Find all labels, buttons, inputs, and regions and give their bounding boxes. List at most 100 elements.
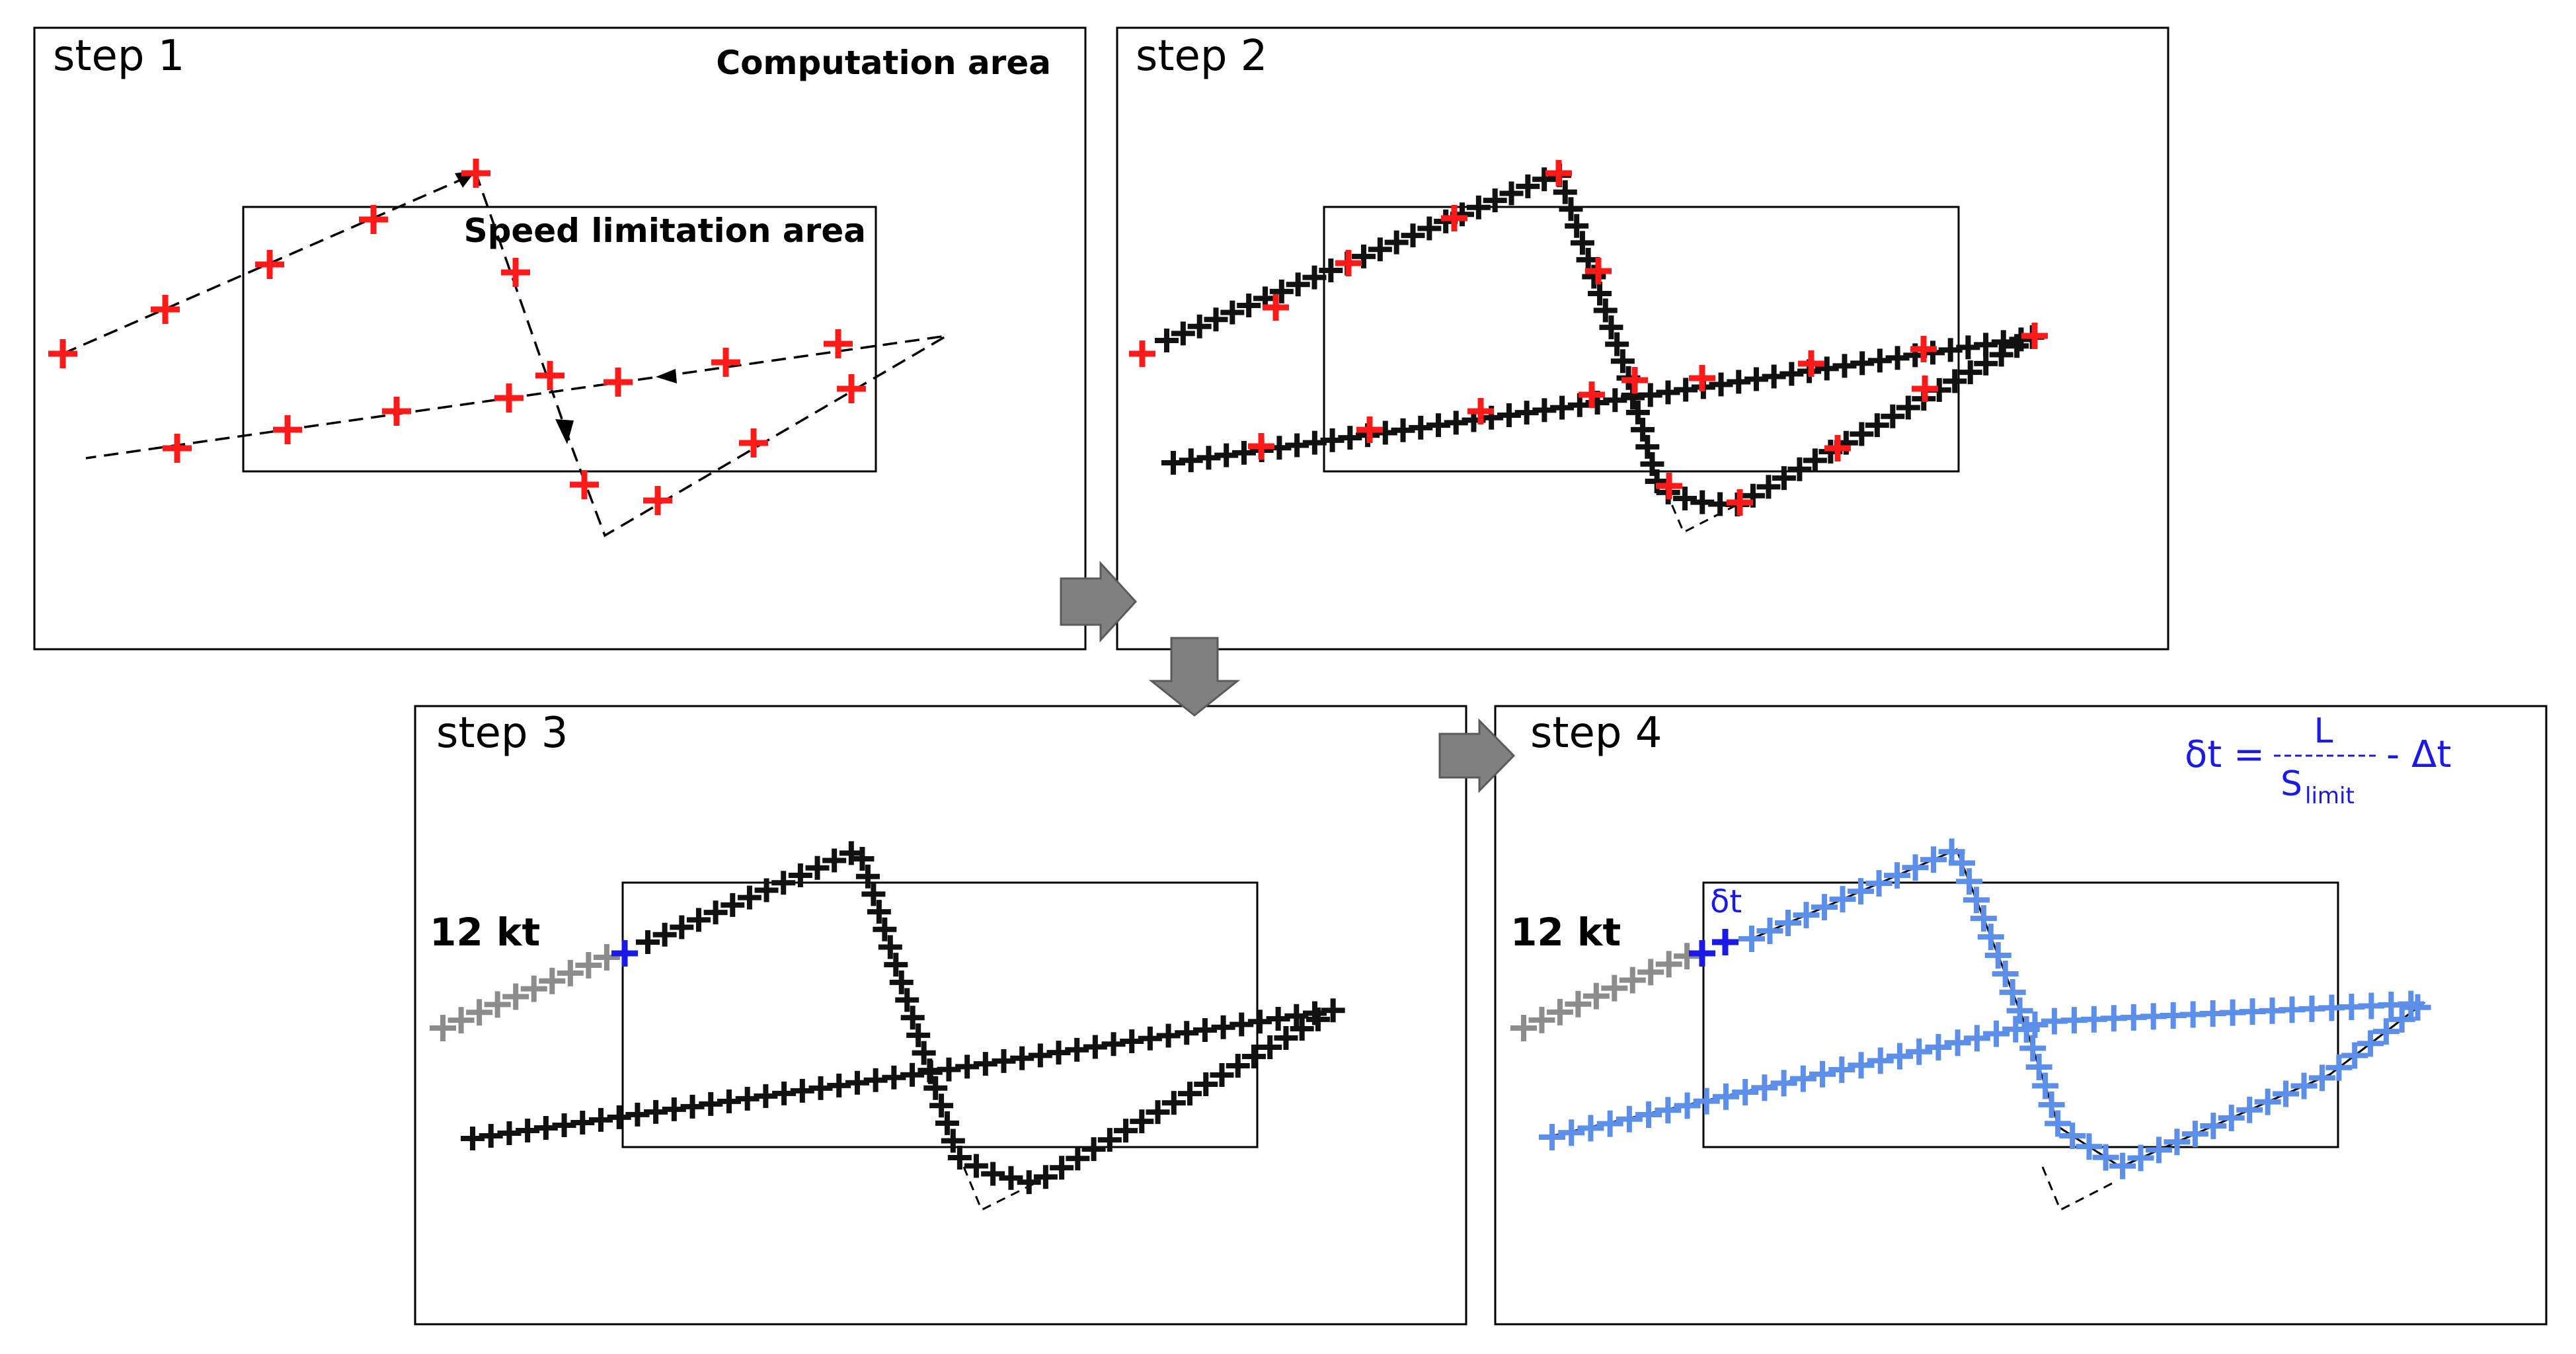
original-corner-4 bbox=[2041, 1166, 2113, 1212]
plus-marker-icon bbox=[1302, 1001, 1327, 1025]
plus-marker-icon bbox=[1751, 1074, 1778, 1101]
plus-marker-icon bbox=[2254, 1088, 2281, 1115]
plus-marker-icon bbox=[1824, 435, 1851, 461]
plus-marker-icon bbox=[1689, 940, 1715, 967]
plus-marker-icon bbox=[1081, 1137, 1106, 1162]
plus-marker-icon bbox=[900, 1006, 925, 1030]
plus-marker-icon bbox=[1619, 967, 1646, 994]
plus-marker-icon bbox=[754, 878, 779, 902]
plus-marker-icon bbox=[1779, 362, 1804, 386]
plus-marker-icon bbox=[935, 1111, 959, 1135]
plus-marker-icon bbox=[1625, 400, 1650, 424]
plus-marker-icon bbox=[964, 1154, 988, 1178]
plus-marker-icon bbox=[1229, 1012, 1254, 1037]
plus-marker-icon bbox=[981, 1162, 1005, 1186]
plus-marker-icon bbox=[1674, 378, 1698, 402]
plus-marker-icon bbox=[1712, 1083, 1739, 1110]
plus-marker-icon bbox=[1129, 340, 1155, 367]
plus-marker-icon bbox=[1467, 398, 1494, 424]
plus-marker-icon bbox=[1638, 383, 1662, 407]
plus-marker-icon bbox=[163, 434, 192, 463]
track-points-step-3 bbox=[430, 841, 1345, 1195]
plus-marker-icon bbox=[1645, 469, 1669, 493]
plus-marker-icon bbox=[1867, 348, 1892, 373]
plus-marker-icon bbox=[1832, 354, 1857, 378]
plus-marker-icon bbox=[1605, 332, 1629, 356]
plus-marker-icon bbox=[2388, 1006, 2415, 1033]
direction-arrowhead-icon bbox=[656, 369, 677, 383]
plus-marker-icon bbox=[1028, 1043, 1052, 1068]
plus-marker-icon bbox=[1977, 924, 2004, 951]
plus-marker-icon bbox=[1770, 1070, 1797, 1097]
panel-step-1: step 1 Computation area Speed limitation… bbox=[33, 26, 1087, 651]
plus-marker-icon bbox=[479, 1123, 503, 1148]
plus-marker-icon bbox=[1689, 365, 1715, 391]
plus-marker-icon bbox=[1321, 998, 1345, 1023]
plus-marker-icon bbox=[735, 1086, 760, 1111]
plus-marker-icon bbox=[1850, 422, 1874, 446]
track-points-step-2 bbox=[1129, 160, 2048, 517]
plus-marker-icon bbox=[1269, 279, 1294, 303]
plus-marker-icon bbox=[1848, 878, 1875, 905]
plus-marker-icon bbox=[686, 908, 711, 932]
plus-marker-icon bbox=[1938, 338, 1963, 362]
plus-marker-icon bbox=[539, 967, 566, 994]
plus-marker-icon bbox=[1789, 1065, 1816, 1092]
plus-marker-icon bbox=[2019, 1035, 2047, 1062]
plus-marker-icon bbox=[1266, 1006, 1290, 1031]
plus-marker-icon bbox=[717, 1089, 741, 1113]
plus-marker-icon bbox=[1610, 349, 1635, 374]
plus-marker-icon bbox=[1083, 1035, 1107, 1059]
plus-marker-icon bbox=[824, 329, 853, 358]
speed-limitation-area-box-1 bbox=[242, 206, 877, 473]
speed-label-3: 12 kt bbox=[430, 910, 540, 955]
plus-marker-icon bbox=[1532, 167, 1557, 192]
plus-marker-icon bbox=[1210, 1063, 1234, 1088]
plus-marker-icon bbox=[1655, 951, 1682, 978]
plus-marker-icon bbox=[1368, 237, 1392, 262]
plus-marker-icon bbox=[2032, 1072, 2059, 1099]
plus-marker-icon bbox=[484, 991, 511, 1018]
plus-marker-icon bbox=[1712, 929, 1738, 955]
plus-marker-icon bbox=[1865, 870, 1893, 897]
plus-marker-icon bbox=[1885, 346, 1910, 370]
plus-marker-icon bbox=[699, 1092, 723, 1116]
plus-marker-icon bbox=[359, 205, 388, 234]
plus-marker-icon bbox=[1865, 413, 1889, 438]
plus-marker-icon bbox=[895, 988, 919, 1012]
plus-marker-icon bbox=[1546, 998, 1573, 1025]
plus-marker-icon bbox=[1809, 1060, 1836, 1088]
plus-marker-icon bbox=[1050, 1156, 1074, 1180]
plus-marker-icon bbox=[1656, 473, 1682, 499]
plus-marker-icon bbox=[737, 885, 761, 910]
plus-marker-icon bbox=[1635, 1101, 1662, 1128]
plus-marker-icon bbox=[1066, 1146, 1090, 1171]
plus-marker-icon bbox=[430, 1015, 456, 1041]
plus-marker-icon bbox=[2025, 1053, 2052, 1080]
plus-marker-icon bbox=[955, 1055, 980, 1079]
plus-marker-icon bbox=[947, 1145, 972, 1170]
plus-marker-icon bbox=[1616, 1105, 1643, 1133]
plus-marker-icon bbox=[1241, 1045, 1266, 1068]
plus-marker-icon bbox=[790, 1078, 814, 1103]
plus-marker-icon bbox=[1655, 1097, 1682, 1124]
plus-marker-icon bbox=[1963, 887, 1990, 914]
plus-marker-icon bbox=[494, 383, 524, 413]
plus-marker-icon bbox=[1732, 1079, 1759, 1105]
plus-marker-icon bbox=[1963, 1025, 1990, 1052]
plus-marker-icon bbox=[1156, 1023, 1181, 1048]
flow-arrow-icon bbox=[1148, 637, 1241, 717]
plus-marker-icon bbox=[1738, 926, 1765, 952]
direction-arrowhead-icon bbox=[555, 419, 574, 444]
plus-marker-icon bbox=[1948, 850, 1975, 877]
plus-marker-icon bbox=[1171, 321, 1195, 346]
step-label-3: step 3 bbox=[436, 709, 568, 758]
plus-marker-icon bbox=[255, 250, 284, 279]
plus-marker-icon bbox=[1483, 188, 1507, 213]
plus-marker-icon bbox=[1579, 381, 1605, 408]
speed-limitation-area-label: Speed limitation area bbox=[464, 212, 866, 250]
plus-marker-icon bbox=[1401, 223, 1425, 248]
plus-marker-icon bbox=[1815, 356, 1839, 381]
plus-marker-icon bbox=[1621, 367, 1648, 393]
plus-marker-icon bbox=[1829, 886, 1856, 913]
